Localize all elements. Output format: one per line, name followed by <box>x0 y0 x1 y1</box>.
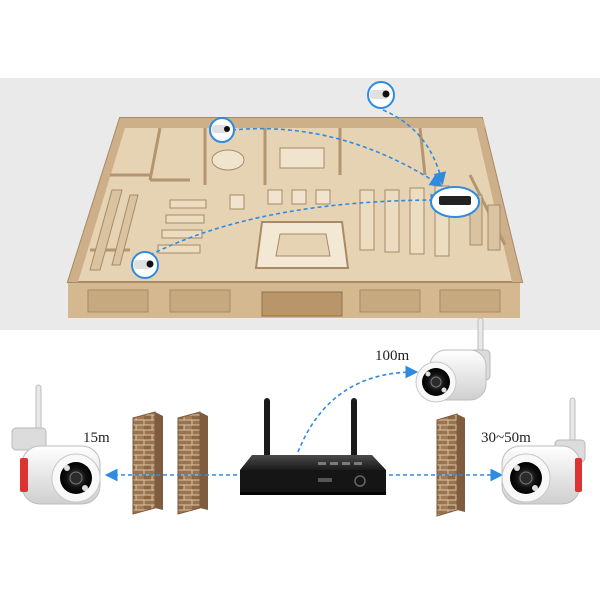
floorplan-camera-badge <box>368 82 394 108</box>
floorplan-nvr-badge <box>431 187 479 217</box>
brick-wall-left-2 <box>178 412 208 514</box>
camera-30-50m <box>502 398 585 504</box>
distance-label-100m: 100m <box>375 348 409 365</box>
distance-label-30-50m: 30~50m <box>481 430 531 447</box>
nvr-antenna <box>351 398 357 458</box>
brick-wall-right <box>437 414 465 516</box>
floorplan-camera-badge <box>132 252 158 278</box>
floorplan-back-wall <box>120 118 486 128</box>
nvr-recorder <box>240 398 386 495</box>
nvr-antenna <box>264 398 270 458</box>
distance-label-15m: 15m <box>83 430 110 447</box>
brick-wall-left-1 <box>133 412 163 514</box>
floorplan-center-counter <box>256 222 348 268</box>
floorplan-camera-badge <box>210 118 234 142</box>
camera-100m <box>416 318 490 402</box>
store-floorplan <box>68 82 522 318</box>
